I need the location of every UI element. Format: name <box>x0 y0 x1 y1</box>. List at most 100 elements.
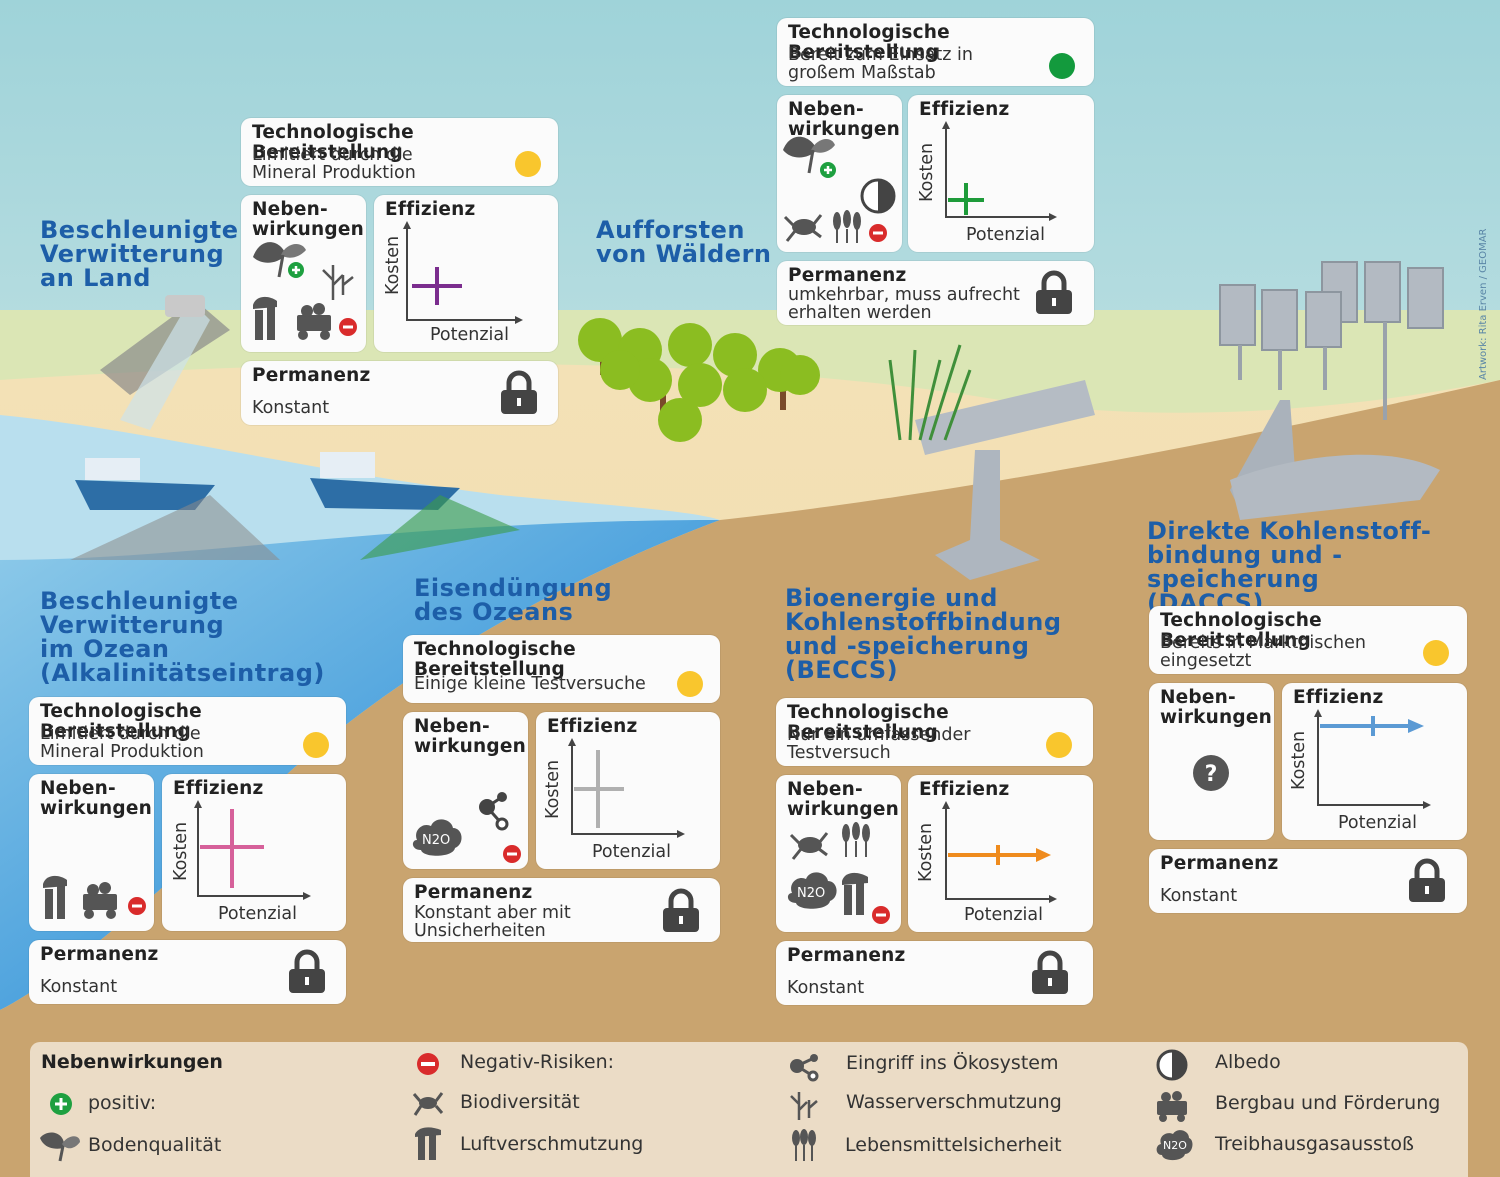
beccs-potenzial-label: Potenzial <box>964 905 1043 925</box>
land-tech-text: Limitiert durch die Mineral Produktion <box>252 145 416 183</box>
beccs-kosten-label: Kosten <box>916 822 936 882</box>
beccs-lock-icon <box>1032 950 1068 994</box>
iron-tech-heading: Technologische Bereitstellung <box>414 639 576 680</box>
beccs-permanence-card: Permanenz Konstant <box>776 941 1093 1005</box>
daccs-permanence-card: Permanenz Konstant <box>1149 849 1467 913</box>
ghg-icon: N2O <box>412 819 462 856</box>
land-neben-heading: Neben- wirkungen <box>252 199 364 240</box>
legend-air-icon <box>415 1127 441 1160</box>
forest-eff-heading: Effizienz <box>919 99 1010 120</box>
daccs-question-text: ? <box>1205 762 1218 787</box>
title-beccs: Bioenergie und Kohlenstoffbindung und -s… <box>785 584 1062 684</box>
legend-ghg: Treibhausgasausstoß <box>1215 1133 1414 1155</box>
legend-mining-icon <box>1157 1091 1187 1122</box>
legend-food-icon <box>792 1129 816 1161</box>
biodiversity-icon <box>783 214 823 242</box>
mining-icon <box>83 882 117 919</box>
forest-tech-heading: Technologische Bereitstellung <box>788 22 950 63</box>
legend-soil: Bodenqualität <box>88 1134 222 1156</box>
iron-perm-heading: Permanenz <box>414 882 533 903</box>
forest-perm-text: umkehrbar, muss aufrecht erhalten werden <box>788 285 1020 323</box>
ocean-efficiency-card: Effizienz Kosten Potenzial <box>162 774 346 931</box>
soil-icon <box>783 136 835 174</box>
beccs-tech-card: Technologische Bereitstellung Nur ein um… <box>776 698 1093 766</box>
land-potenzial-label: Potenzial <box>430 325 509 345</box>
iron-neben-heading: Neben- wirkungen <box>414 716 526 757</box>
title-iron: Eisendüngung des Ozeans <box>414 574 613 626</box>
land-tech-card: Technologische Bereitstellung Limitiert … <box>241 118 558 186</box>
forest-efficiency-plot <box>942 121 1057 221</box>
daccs-eff-heading: Effizienz <box>1293 687 1384 708</box>
ocean-perm-heading: Permanenz <box>40 944 159 965</box>
beccs-readiness-dot <box>1046 732 1072 758</box>
legend-negative: Negativ-Risiken: <box>460 1051 615 1073</box>
ocean-neben-heading: Neben- wirkungen <box>40 778 152 819</box>
ocean-tech-heading: Technologische Bereitstellung <box>40 701 202 742</box>
ocean-potenzial-label: Potenzial <box>218 904 297 924</box>
legend-biodiversity-icon <box>412 1092 444 1116</box>
land-perm-heading: Permanenz <box>252 365 371 386</box>
water-pollution-icon <box>322 265 354 300</box>
legend-water: Wasserverschmutzung <box>846 1091 1062 1113</box>
air-pollution-icon <box>253 296 277 340</box>
daccs-perm-heading: Permanenz <box>1160 853 1279 874</box>
legend-title: Nebenwirkungen <box>41 1051 223 1073</box>
soil-icon <box>253 242 306 278</box>
forest-side-effects-card: Neben- wirkungen <box>777 95 902 252</box>
title-forest: Aufforsten von Wäldern <box>596 216 772 268</box>
question-icon: ? <box>1193 755 1229 791</box>
artwork-credit: Artwork: Rita Erven / GEOMAR <box>1478 228 1489 381</box>
daccs-readiness-dot <box>1423 640 1449 666</box>
legend-positive: positiv: <box>88 1092 157 1114</box>
legend-ecosystem: Eingriff ins Ökosystem <box>846 1052 1059 1074</box>
legend-plus-icon <box>50 1093 72 1115</box>
minus-icon <box>339 318 357 336</box>
forest-neben-heading: Neben- wirkungen <box>788 99 900 140</box>
title-land: Beschleunigte Verwitterung an Land <box>40 216 239 292</box>
ocean-kosten-label: Kosten <box>171 821 191 881</box>
land-perm-text: Konstant <box>252 398 330 418</box>
legend-albedo: Albedo <box>1215 1051 1281 1073</box>
beccs-n2o-text: N2O <box>797 886 825 901</box>
ecosystem-icon <box>479 792 509 831</box>
land-efficiency-plot <box>403 221 523 324</box>
legend-n2o-text: N2O <box>1163 1139 1187 1152</box>
daccs-efficiency-plot <box>1314 709 1431 809</box>
beccs-efficiency-card: Effizienz Kosten Potenzial <box>908 775 1093 932</box>
legend-ecosystem-icon <box>790 1054 819 1082</box>
ocean-efficiency-plot <box>194 800 311 900</box>
forest-kosten-label: Kosten <box>917 142 937 202</box>
forest-efficiency-card: Effizienz Kosten Potenzial <box>908 95 1094 252</box>
iron-n2o-text: N2O <box>422 833 450 848</box>
daccs-lock-icon <box>1409 858 1445 902</box>
food-security-icon <box>833 210 861 243</box>
legend-minus-icon <box>417 1053 439 1075</box>
legend-panel: Nebenwirkungen positiv: Bodenqualität Ne… <box>30 1042 1468 1177</box>
air-pollution-icon <box>43 875 67 919</box>
forest-tech-card: Technologische Bereitstellung Bereit zum… <box>777 18 1094 86</box>
ocean-perm-text: Konstant <box>40 977 118 997</box>
iron-tech-text: Einige kleine Testversuche <box>414 674 646 694</box>
forest-permanence-card: Permanenz umkehrbar, muss aufrecht erhal… <box>777 261 1094 325</box>
legend-soil-icon <box>40 1132 80 1162</box>
title-daccs: Direkte Kohlenstoff- bindung und -speich… <box>1147 517 1432 617</box>
iron-side-effects-card: Neben- wirkungen N2O <box>403 712 528 869</box>
iron-efficiency-card: Effizienz Kosten Potenzial <box>536 712 720 869</box>
daccs-tech-heading: Technologische Bereitstellung <box>1160 610 1322 651</box>
plus-icon <box>820 162 836 178</box>
land-permanence-card: Permanenz Konstant <box>241 361 558 425</box>
forest-readiness-dot <box>1049 53 1075 79</box>
legend-air: Luftverschmutzung <box>460 1133 644 1155</box>
ocean-lock-icon <box>289 949 325 993</box>
daccs-kosten-label: Kosten <box>1289 730 1309 790</box>
ocean-tech-text: Limitiert durch die Mineral Produktion <box>40 724 204 762</box>
iron-eff-heading: Effizienz <box>547 716 638 737</box>
minus-icon <box>872 906 890 924</box>
forest-tech-text: Bereit zum Einsatz in großem Maßstab <box>788 45 973 83</box>
beccs-perm-heading: Permanenz <box>787 945 906 966</box>
legend-water-icon <box>790 1092 818 1120</box>
beccs-side-effects-card: Neben- wirkungen N2O <box>776 775 901 932</box>
iron-perm-text: Konstant aber mit Unsicherheiten <box>414 903 571 941</box>
ocean-readiness-dot <box>303 732 329 758</box>
albedo-icon <box>860 178 896 214</box>
